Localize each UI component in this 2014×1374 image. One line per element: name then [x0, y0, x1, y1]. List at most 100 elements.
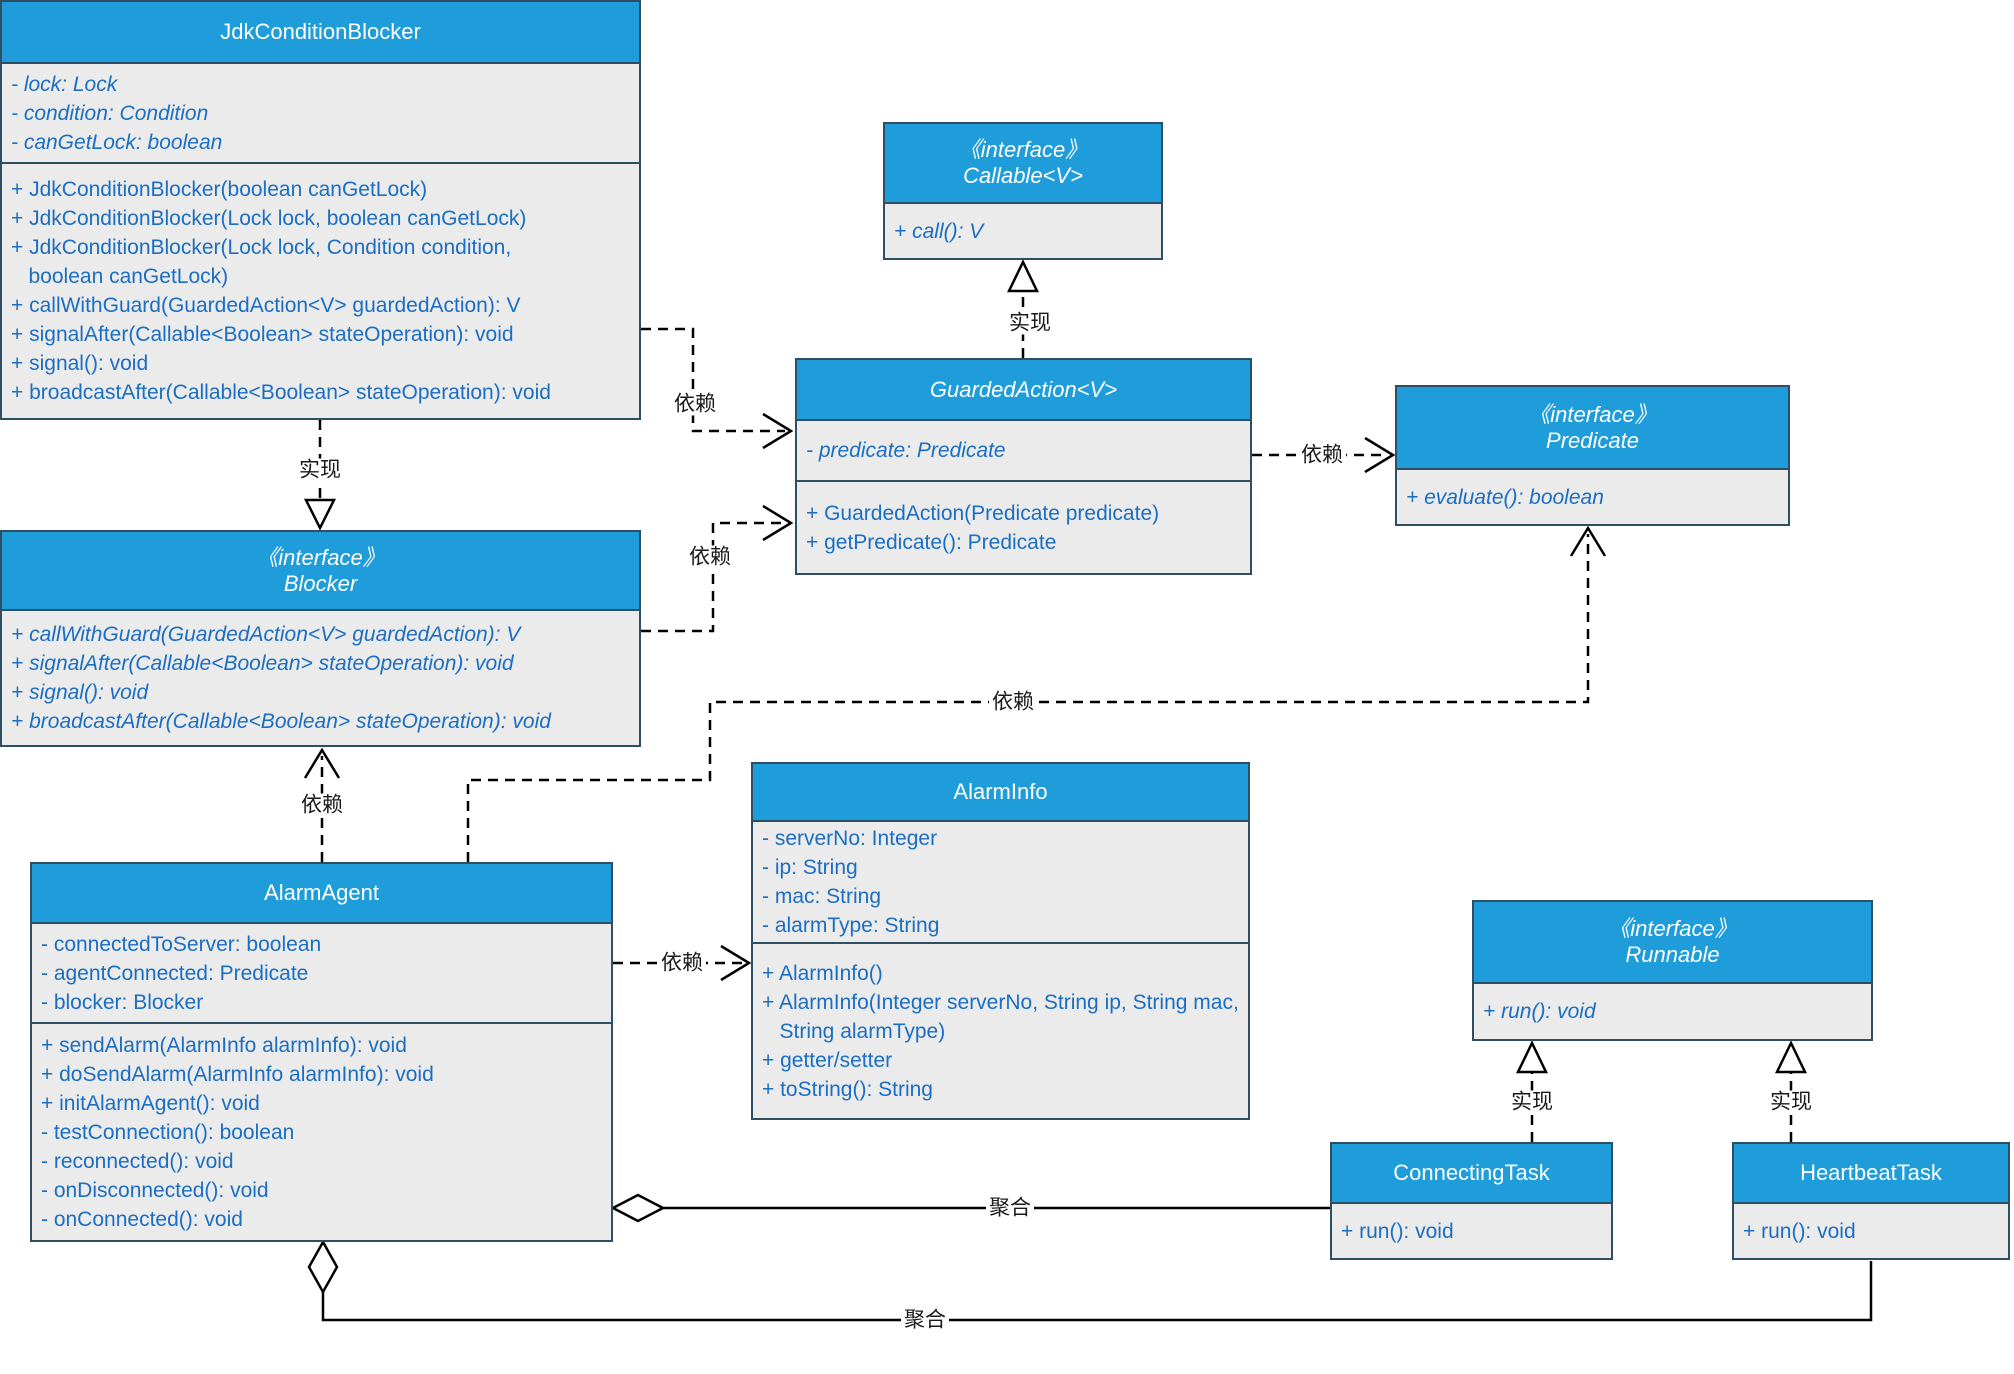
method: + run(): void [1483, 1000, 1596, 1023]
methods-compartment: + callWithGuard(GuardedAction<V> guarded… [2, 609, 639, 745]
methods-compartment: + evaluate(): boolean [1397, 468, 1788, 524]
dependency-arrowhead [1364, 436, 1396, 474]
attribute: - serverNo: Integer [762, 827, 938, 850]
method: + toString(): String [762, 1077, 933, 1101]
relationship-label-realization: 实现 [296, 458, 344, 482]
aggregation-diamond [610, 1193, 666, 1223]
class-title: HeartbeatTask [1800, 1160, 1942, 1185]
class-title: JdkConditionBlocker [220, 19, 421, 44]
interface-stereotype: 《interface》 [1528, 401, 1657, 427]
method: + broadcastAfter(Callable<Boolean> state… [11, 710, 551, 733]
class-title: GuardedAction<V> [929, 376, 1118, 402]
aggregation-diamond [307, 1239, 339, 1295]
relationship-label-aggregation: 聚合 [901, 1308, 949, 1332]
attribute: - lock: Lock [11, 72, 118, 96]
realization-triangle [1516, 1040, 1548, 1074]
realization-triangle [303, 498, 337, 531]
method: + doSendAlarm(AlarmInfo alarmInfo): void [41, 1062, 434, 1086]
methods-compartment: + run(): void [1332, 1202, 1611, 1258]
methods-compartment: + run(): void [1474, 982, 1871, 1039]
class-title-bar: AlarmInfo [753, 764, 1248, 820]
method: + run(): void [1341, 1219, 1454, 1243]
method: boolean canGetLock) [11, 265, 229, 288]
class-title: AlarmInfo [953, 779, 1048, 804]
method: + GuardedAction(Predicate predicate) [806, 501, 1160, 525]
class-title: Runnable [1625, 942, 1720, 967]
dependency-arrowhead [720, 944, 752, 982]
realization-triangle [1007, 259, 1039, 293]
class-title: AlarmAgent [264, 880, 379, 905]
method: + JdkConditionBlocker(Lock lock, Conditi… [11, 236, 512, 259]
dependency-line-agent-predicate [466, 534, 1590, 862]
method: - onDisconnected(): void [41, 1178, 269, 1202]
method: + getPredicate(): Predicate [806, 530, 1057, 554]
relationship-label-dependency: 依赖 [989, 690, 1037, 714]
relationship-label-aggregation: 聚合 [986, 1196, 1034, 1220]
attribute: - predicate: Predicate [806, 439, 1006, 462]
aggregation-line-agent-heartbeat [321, 1261, 1873, 1322]
relationship-label-realization: 实现 [1508, 1090, 1556, 1114]
relationship-label-dependency: 依赖 [671, 392, 719, 416]
interface-stereotype: 《interface》 [958, 137, 1088, 162]
method: + JdkConditionBlocker(Lock lock, boolean… [11, 207, 527, 230]
method: + signalAfter(Callable<Boolean> stateOpe… [11, 652, 514, 675]
method: + callWithGuard(GuardedAction<V> guarded… [11, 294, 521, 317]
relationship-label-dependency: 依赖 [1298, 443, 1346, 467]
methods-compartment: + AlarmInfo() + AlarmInfo(Integer server… [753, 942, 1248, 1118]
class-guardedaction[interactable]: GuardedAction<V> - predicate: Predicate … [795, 358, 1252, 575]
attribute: - condition: Condition [11, 101, 209, 125]
class-title-bar: JdkConditionBlocker [2, 2, 639, 62]
class-predicate-interface[interactable]: 《interface》 Predicate + evaluate(): bool… [1395, 385, 1790, 526]
interface-stereotype: 《interface》 [256, 544, 385, 570]
class-blocker-interface[interactable]: 《interface》 Blocker + callWithGuard(Guar… [0, 530, 641, 747]
relationship-label-dependency: 依赖 [686, 545, 734, 569]
attribute: - connectedToServer: boolean [41, 932, 322, 956]
class-title-bar: GuardedAction<V> [797, 360, 1250, 419]
method: + AlarmInfo() [762, 961, 883, 985]
attribute: - blocker: Blocker [41, 990, 204, 1014]
methods-compartment: + JdkConditionBlocker(boolean canGetLock… [2, 162, 639, 418]
relationship-label-realization: 实现 [1006, 311, 1054, 335]
class-connectingtask[interactable]: ConnectingTask + run(): void [1330, 1142, 1613, 1260]
interface-stereotype: 《interface》 [1608, 916, 1737, 941]
method: + run(): void [1743, 1219, 1856, 1243]
attributes-compartment: - predicate: Predicate [797, 419, 1250, 480]
dependency-arrowhead [303, 747, 341, 779]
dependency-arrowhead [1569, 525, 1607, 557]
class-title: Callable<V> [963, 163, 1083, 188]
method: + callWithGuard(GuardedAction<V> guarded… [11, 623, 521, 646]
method: + signalAfter(Callable<Boolean> stateOpe… [11, 323, 514, 346]
method: String alarmType) [762, 1019, 946, 1043]
class-jdkconditionblocker[interactable]: JdkConditionBlocker - lock: Lock - condi… [0, 0, 641, 420]
attribute: - ip: String [762, 856, 858, 879]
method: + signal(): void [11, 352, 149, 375]
class-title-bar: AlarmAgent [32, 864, 611, 922]
method: + sendAlarm(AlarmInfo alarmInfo): void [41, 1033, 407, 1057]
class-title-bar: ConnectingTask [1332, 1144, 1611, 1202]
dependency-line-jdk-guarded [641, 327, 785, 433]
relationship-label-dependency: 依赖 [658, 951, 706, 975]
class-title-bar: 《interface》 Callable<V> [885, 124, 1161, 202]
method: + getter/setter [762, 1048, 893, 1072]
class-alarmagent[interactable]: AlarmAgent - connectedToServer: boolean … [30, 862, 613, 1242]
class-title-bar: 《interface》 Runnable [1474, 902, 1871, 982]
attribute: - mac: String [762, 885, 882, 908]
method: + broadcastAfter(Callable<Boolean> state… [11, 381, 551, 404]
class-alarminfo[interactable]: AlarmInfo - serverNo: Integer - ip: Stri… [751, 762, 1250, 1120]
class-title-bar: 《interface》 Predicate [1397, 387, 1788, 468]
attribute: - agentConnected: Predicate [41, 961, 309, 985]
methods-compartment: + run(): void [1734, 1202, 2008, 1258]
class-title: Blocker [283, 570, 358, 596]
method: + signal(): void [11, 681, 149, 704]
method: - onConnected(): void [41, 1207, 243, 1231]
attributes-compartment: - serverNo: Integer - ip: String - mac: … [753, 820, 1248, 942]
class-callable-interface[interactable]: 《interface》 Callable<V> + call(): V [883, 122, 1163, 260]
method: + AlarmInfo(Integer serverNo, String ip,… [762, 990, 1239, 1014]
class-heartbeattask[interactable]: HeartbeatTask + run(): void [1732, 1142, 2010, 1260]
attributes-compartment: - lock: Lock - condition: Condition - ca… [2, 62, 639, 162]
class-title: ConnectingTask [1393, 1160, 1550, 1185]
attribute: - canGetLock: boolean [11, 130, 223, 154]
class-runnable-interface[interactable]: 《interface》 Runnable + run(): void [1472, 900, 1873, 1041]
